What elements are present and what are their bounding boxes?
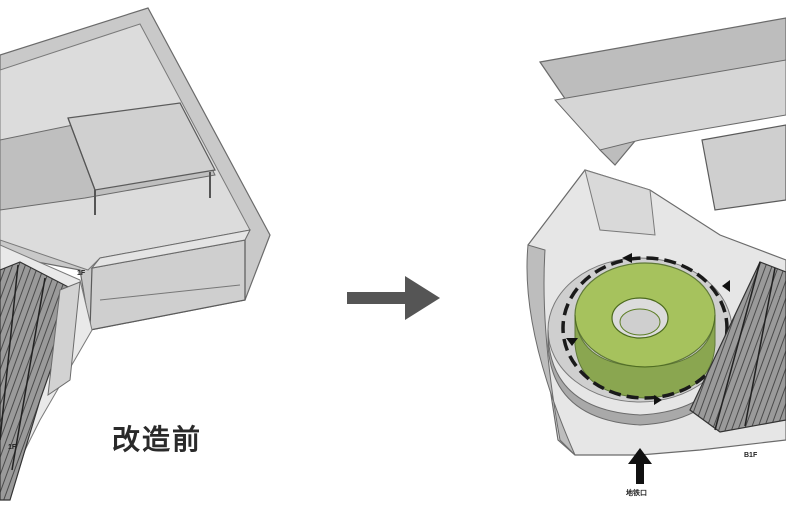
after-circulation-loop <box>561 256 729 400</box>
after-escalator-rail <box>714 261 761 431</box>
after-escalator-rail-2 <box>744 267 776 427</box>
before-escalator-rail <box>0 264 19 441</box>
after-curved-wall <box>526 244 576 456</box>
before-lower-line <box>99 284 241 301</box>
before-side-wall <box>47 281 81 397</box>
before-escalator-rail-2 <box>11 277 46 471</box>
after-right-box <box>701 124 786 211</box>
floor-label-1f: 1F <box>77 270 86 277</box>
metro-exit-label: 地铁口 <box>626 490 647 497</box>
floor-label-b1f: B1F <box>744 452 758 459</box>
before-caption: 改造前 <box>112 423 203 456</box>
after-roof-front <box>554 59 786 151</box>
after-glass-panel <box>584 169 656 236</box>
floor-label-1f-lower: 1F <box>8 444 17 451</box>
after-model <box>526 17 786 484</box>
before-box-edge <box>67 117 96 191</box>
after-green-ring-side <box>574 314 716 399</box>
before-lower-block-top <box>90 229 251 269</box>
entrance-arrow-icon <box>628 448 652 484</box>
after-green-ring-hole-inner <box>619 308 661 336</box>
transition-arrow-icon <box>347 276 440 320</box>
circulation-arrow-icon <box>566 253 730 405</box>
before-model <box>0 7 271 501</box>
